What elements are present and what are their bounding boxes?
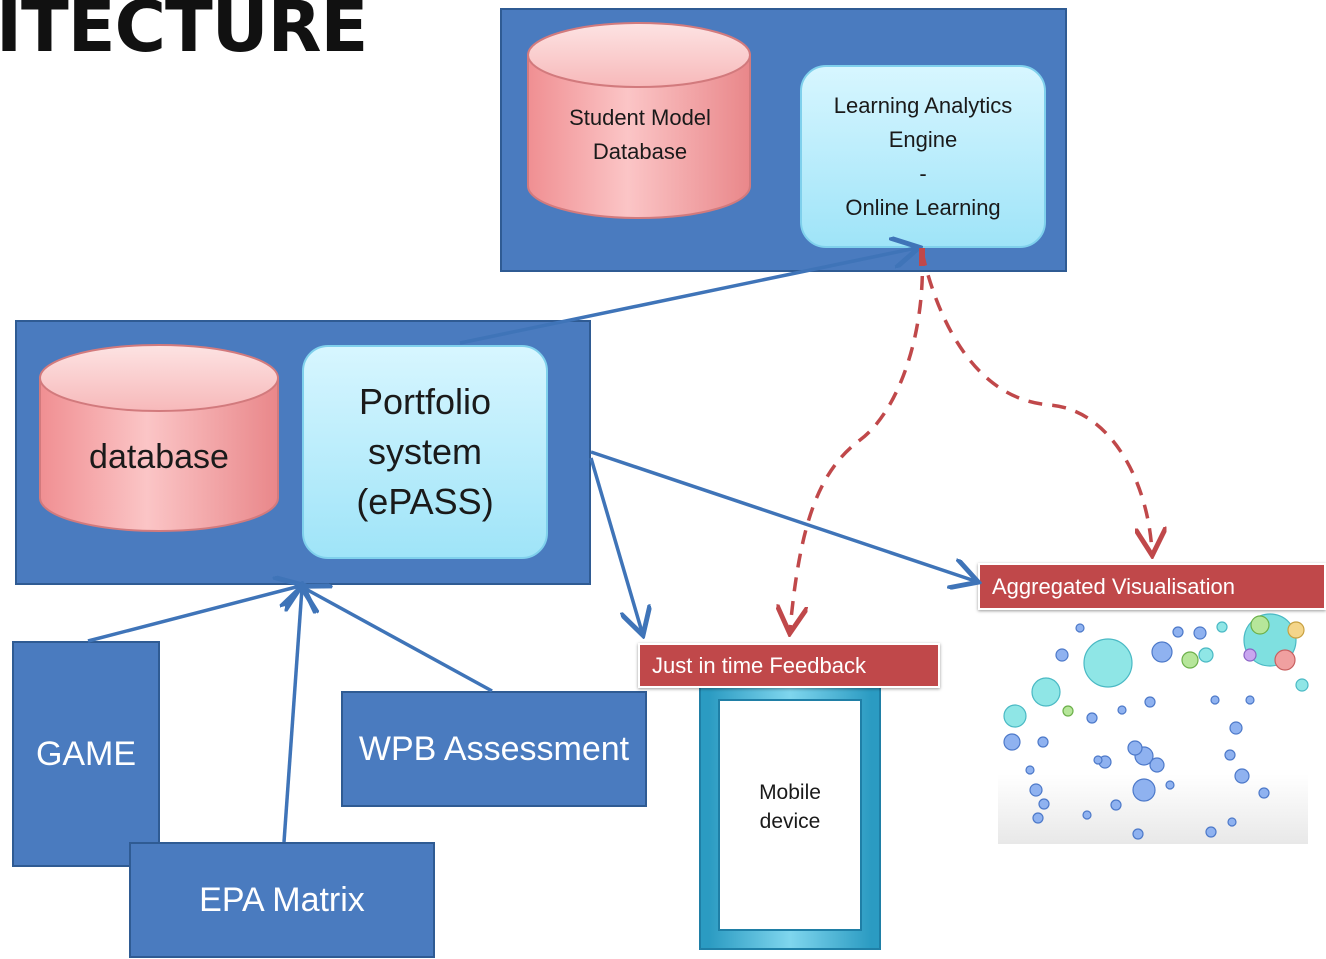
mobile-device-frame (699, 680, 881, 950)
page-title: ITECTURE (0, 0, 368, 68)
engine-line-4: Online Learning (845, 194, 1001, 220)
engine-line-1: Learning Analytics (833, 92, 1013, 118)
portfolio-line-2: system (367, 431, 482, 472)
epa-matrix-box: EPA Matrix (129, 842, 435, 958)
game-box: GAME (12, 641, 160, 867)
student-model-database-label: Student Model Database (540, 100, 740, 170)
portfolio-line-3: (ePASS) (356, 481, 494, 522)
just-in-time-feedback-label: Just in time Feedback (638, 643, 940, 688)
wpb-assessment-label: WPB Assessment (358, 729, 630, 768)
student-db-line-1: Student Model (569, 105, 711, 130)
database-cylinder (39, 344, 279, 532)
student-db-line-2: Database (592, 139, 688, 164)
student-model-database-cylinder (527, 22, 751, 219)
arrow-game-to-portfolio (87, 586, 300, 643)
arrow-portfolio-to-engine (459, 248, 916, 345)
mobile-device-label: Mobile device (719, 778, 861, 836)
aggregated-visualisation-label: Aggregated Visualisation (978, 563, 1326, 610)
arrow-portfolio-to-visualisation (590, 450, 975, 581)
arrow-wpb-to-portfolio (304, 588, 493, 693)
portfolio-system-box: Portfolio system (ePASS) (302, 345, 548, 559)
game-label: GAME (35, 734, 137, 773)
arrow-epa-to-portfolio (282, 588, 302, 843)
engine-line-2: Engine (888, 126, 958, 152)
epa-matrix-label: EPA Matrix (199, 880, 365, 919)
dashed-arrow-engine-to-feedback (790, 251, 925, 630)
arrow-portfolio-to-feedback (589, 457, 642, 632)
learning-analytics-engine-box: Learning Analytics Engine - Online Learn… (800, 65, 1046, 248)
dashed-arrow-engine-to-visualisation (920, 251, 1152, 552)
mobile-line-1: Mobile (759, 781, 821, 804)
portfolio-line-1: Portfolio (358, 381, 492, 422)
mobile-line-2: device (759, 810, 821, 833)
database-label: database (89, 437, 229, 476)
engine-line-3: - (919, 160, 927, 186)
wpb-assessment-box: WPB Assessment (341, 691, 647, 807)
